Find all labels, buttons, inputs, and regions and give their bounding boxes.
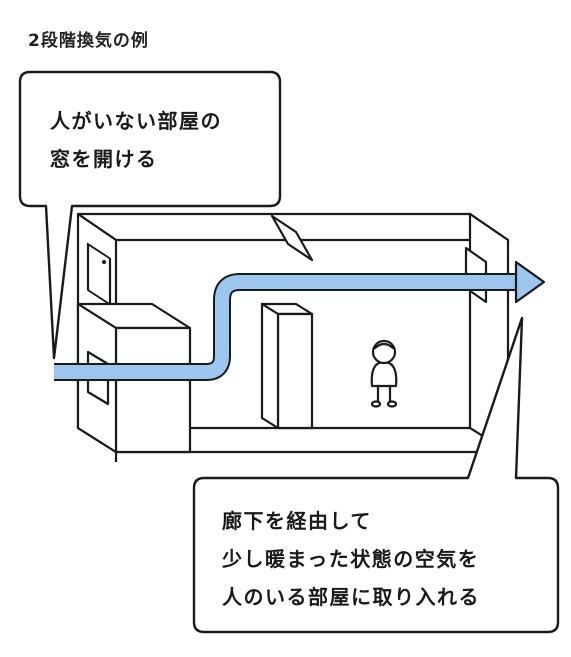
- callout-bottom-line-3: 人のいる部屋に取り入れる: [222, 585, 480, 609]
- callout-bottom-bubble: [192, 316, 560, 634]
- left-door: [86, 242, 112, 306]
- top-window: [270, 214, 314, 262]
- middle-partition-side: [260, 302, 280, 430]
- left-partition-front: [114, 326, 192, 454]
- callout-top-line-1: 人がいない部屋の: [50, 109, 222, 133]
- callout-top-line-2: 窓を開ける: [50, 147, 158, 171]
- callout-top: 人がいない部屋の 窓を開ける: [18, 70, 282, 360]
- diagram-title: 2段階換気の例: [28, 30, 149, 51]
- airflow-arrowhead: [514, 260, 546, 304]
- callout-bottom-line-2: 少し暖まった状態の空気を: [221, 547, 479, 571]
- callout-top-bubble: [18, 70, 282, 360]
- airflow-arrow: [54, 260, 546, 381]
- callout-bottom: 廊下を経由して 少し暖まった状態の空気を 人のいる部屋に取り入れる: [192, 316, 560, 634]
- middle-partition-front: [276, 312, 314, 430]
- door-knob: [102, 260, 106, 264]
- callout-bottom-line-1: 廊下を経由して: [222, 509, 372, 533]
- person-icon: [370, 339, 398, 408]
- house: [76, 212, 510, 462]
